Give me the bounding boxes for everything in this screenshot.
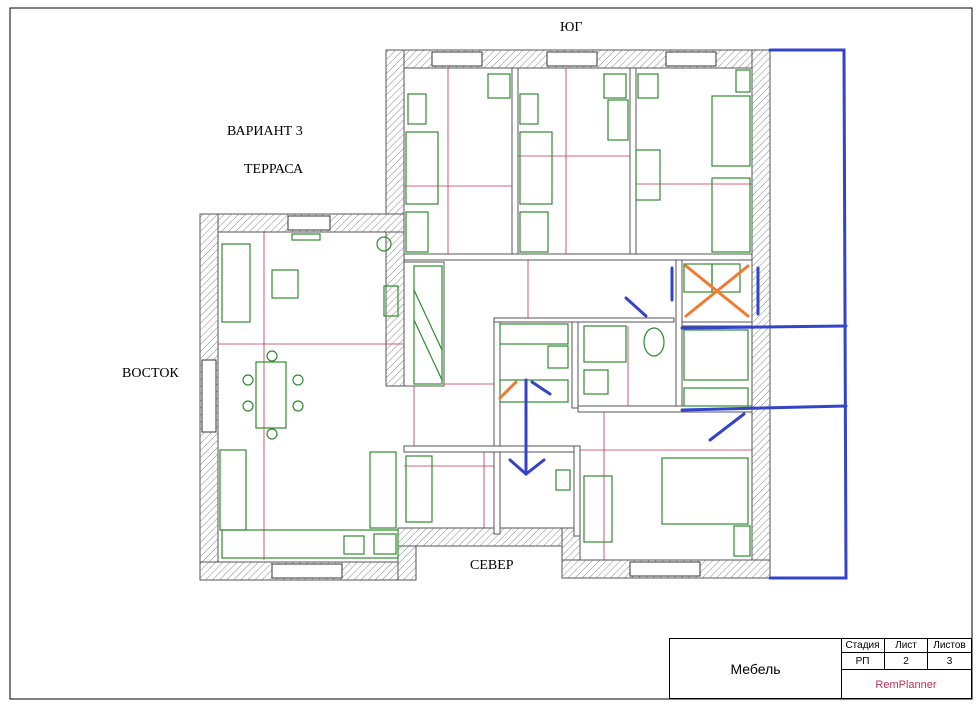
title-block: Мебель Стадия Лист Листов РП 2 3 RemPlan… — [669, 638, 972, 699]
plant-icon — [376, 236, 392, 252]
wardrobe-south — [583, 475, 613, 543]
header-stage: Стадия — [841, 639, 885, 653]
chair — [266, 428, 278, 440]
fridge — [373, 533, 397, 555]
bath-cabinet — [683, 387, 749, 407]
label-north: СЕВЕР — [470, 558, 514, 573]
bed-3b — [711, 177, 751, 253]
coffee-table — [271, 269, 299, 299]
toilet-2 — [643, 327, 665, 357]
kitchen-counter — [219, 449, 247, 531]
shower-sink — [583, 369, 609, 395]
shelf-3 — [735, 69, 751, 93]
title-block-name: Мебель — [670, 639, 842, 698]
desk-3 — [637, 73, 659, 99]
blue-annotations — [508, 48, 848, 580]
brand-label: RemPlanner — [841, 669, 971, 699]
bed-1 — [405, 131, 439, 205]
bath-sink — [499, 323, 569, 345]
shower — [583, 325, 627, 363]
chair — [242, 374, 254, 386]
value-sheets: 3 — [946, 655, 953, 667]
nightstand-south — [733, 525, 751, 557]
nightstand-1 — [407, 93, 427, 125]
hall-wardrobe — [413, 265, 443, 385]
header-sheets: Листов — [928, 639, 971, 653]
sheet-frame — [9, 7, 973, 700]
interior-walls — [403, 67, 753, 537]
stove — [343, 535, 365, 555]
bathtub — [683, 329, 749, 381]
label-east: ВОСТОК — [122, 366, 179, 381]
wardrobe-1 — [405, 211, 429, 253]
orange-annotations — [498, 264, 750, 400]
desk-1 — [487, 73, 511, 99]
dimension-lines — [218, 68, 752, 560]
small-fixture — [555, 469, 571, 491]
label-south: ЮГ — [560, 20, 583, 35]
chair — [292, 400, 304, 412]
bath-toilet — [547, 345, 569, 369]
tv-stand — [383, 285, 399, 317]
label-variant: ВАРИАНТ 3 — [227, 124, 303, 139]
kitchen-counter-bottom — [221, 529, 399, 559]
windows — [201, 51, 717, 579]
chair — [242, 400, 254, 412]
header-sheet: Лист — [885, 639, 928, 653]
wardrobe-small — [405, 455, 433, 523]
bed-2 — [519, 131, 553, 205]
dryer — [711, 263, 741, 293]
label-terrace: ТЕРРАСА — [244, 162, 304, 177]
furniture — [219, 69, 751, 559]
wardrobe-2 — [519, 211, 549, 253]
wardrobe-3 — [635, 149, 661, 201]
chair — [266, 350, 278, 362]
desk-2 — [603, 73, 627, 99]
dining-table — [255, 361, 287, 429]
bath-shelf — [499, 379, 569, 403]
radiator — [291, 233, 321, 241]
bed-south — [661, 457, 749, 525]
chair — [292, 374, 304, 386]
bed-3 — [711, 95, 751, 167]
value-sheet: 2 — [885, 653, 928, 669]
value-stage: РП — [841, 653, 885, 669]
shelf-2 — [607, 99, 629, 141]
sofa — [221, 243, 251, 323]
nightstand-2 — [519, 93, 539, 125]
kitchen-cabinet — [369, 451, 397, 529]
